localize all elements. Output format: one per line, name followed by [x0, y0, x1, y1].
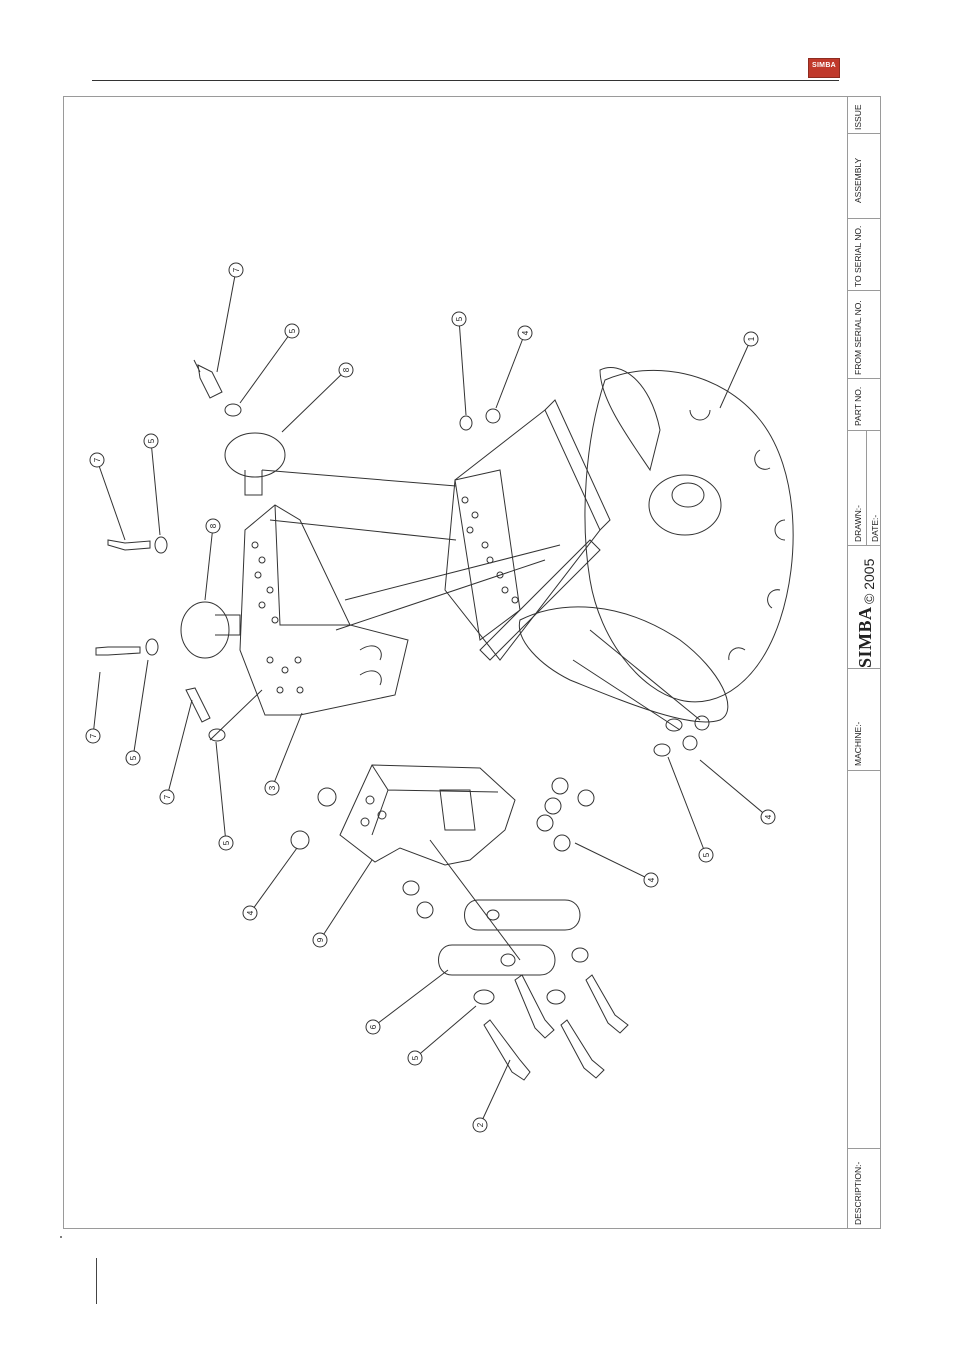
callout: 5 — [126, 751, 140, 765]
nut-part-4 — [552, 778, 568, 794]
disc-part — [585, 370, 793, 702]
bolt-part-7 — [186, 688, 210, 722]
nut-part-4 — [683, 736, 697, 750]
washer-part-5 — [666, 719, 682, 731]
callout: 7 — [86, 729, 100, 743]
callout-label: 6 — [369, 1024, 378, 1029]
callout-label: 5 — [288, 328, 297, 333]
bracket-part-3-fold — [275, 505, 350, 625]
washer-part-5 — [209, 729, 225, 741]
callout-label: 7 — [232, 267, 241, 272]
callout-label: 8 — [342, 367, 351, 372]
callout: 4 — [761, 810, 775, 824]
nut-part-4 — [486, 409, 500, 423]
nut-part-4 — [545, 798, 561, 814]
bracket-part-9 — [340, 765, 515, 865]
callout: 2 — [473, 1118, 487, 1132]
callout: 9 — [313, 933, 327, 947]
disc-hub-inner — [672, 483, 704, 507]
callout: 5 — [219, 836, 233, 850]
bolt-part-2 — [586, 975, 628, 1033]
assembly-line — [336, 560, 545, 630]
callout-label: 5 — [411, 1055, 420, 1060]
washer-part-5 — [474, 990, 494, 1004]
flange-part-8 — [181, 602, 229, 658]
callout-label: 7 — [89, 733, 98, 738]
callout: 5 — [285, 324, 299, 338]
washer-part-5 — [654, 744, 670, 756]
callout-label: 3 — [268, 785, 277, 790]
callout: 7 — [229, 263, 243, 277]
callout-label: 5 — [129, 755, 138, 760]
bolt-part-2 — [561, 1020, 604, 1078]
callout-label: 9 — [316, 937, 325, 942]
callout: 6 — [366, 1020, 380, 1034]
flange-part-8 — [225, 433, 285, 477]
callout-label: 5 — [222, 840, 231, 845]
callout: 4 — [518, 326, 532, 340]
assembly-line — [573, 660, 680, 730]
washer-part-5 — [225, 404, 241, 416]
assembly-line — [345, 545, 560, 600]
callout-label: 8 — [209, 523, 218, 528]
nut-part-4 — [318, 788, 336, 806]
assembly-line — [210, 690, 262, 740]
nut-part-4 — [291, 831, 309, 849]
callout-label: 4 — [521, 330, 530, 335]
nut-part-4 — [537, 815, 553, 831]
plate-part-6 — [439, 945, 556, 975]
callout-label: 4 — [246, 910, 255, 915]
callout: 4 — [243, 906, 257, 920]
mounting-block-strip — [480, 540, 600, 660]
nut-part-4 — [578, 790, 594, 806]
callout-label: 5 — [455, 316, 464, 321]
washer-part-5 — [403, 881, 419, 895]
callout: 1 — [744, 332, 758, 346]
assembly-line — [270, 520, 456, 540]
callout: 5 — [408, 1051, 422, 1065]
callout-label: 7 — [93, 457, 102, 462]
disc-rear — [600, 368, 660, 471]
nut-part-4 — [554, 835, 570, 851]
assembly-line — [590, 630, 700, 720]
mounting-block-edge — [545, 400, 610, 530]
bolt-part-2 — [484, 1020, 530, 1080]
callout-label: 7 — [163, 794, 172, 799]
callout: 5 — [144, 434, 158, 448]
washer-part-5 — [155, 537, 167, 553]
callout-label: 5 — [702, 852, 711, 857]
disc-hub — [649, 475, 721, 535]
bolt-part-7 — [108, 540, 150, 550]
callout-label: 1 — [747, 336, 756, 341]
plate-part-6 — [465, 900, 581, 930]
callout-label: 5 — [147, 438, 156, 443]
nut-part-4 — [417, 902, 433, 918]
callout: 5 — [452, 312, 466, 326]
bolt-part-2 — [515, 975, 554, 1038]
callout: 3 — [265, 781, 279, 795]
disc-notches — [690, 410, 785, 660]
callout-label: 4 — [647, 877, 656, 882]
callout-label: 2 — [476, 1122, 485, 1127]
bracket-part-3 — [240, 505, 408, 715]
callout: 8 — [339, 363, 353, 377]
callout: 4 — [644, 873, 658, 887]
callout: 7 — [160, 790, 174, 804]
callout: 7 — [90, 453, 104, 467]
callout: 8 — [206, 519, 220, 533]
washer-part-5 — [460, 416, 472, 430]
disc-second — [519, 607, 727, 722]
nut-part-4 — [695, 716, 709, 730]
callout: 5 — [699, 848, 713, 862]
assembly-line — [262, 470, 456, 486]
washer-part-5 — [146, 639, 158, 655]
bolt-part-7 — [96, 647, 140, 655]
callout-label: 4 — [764, 814, 773, 819]
